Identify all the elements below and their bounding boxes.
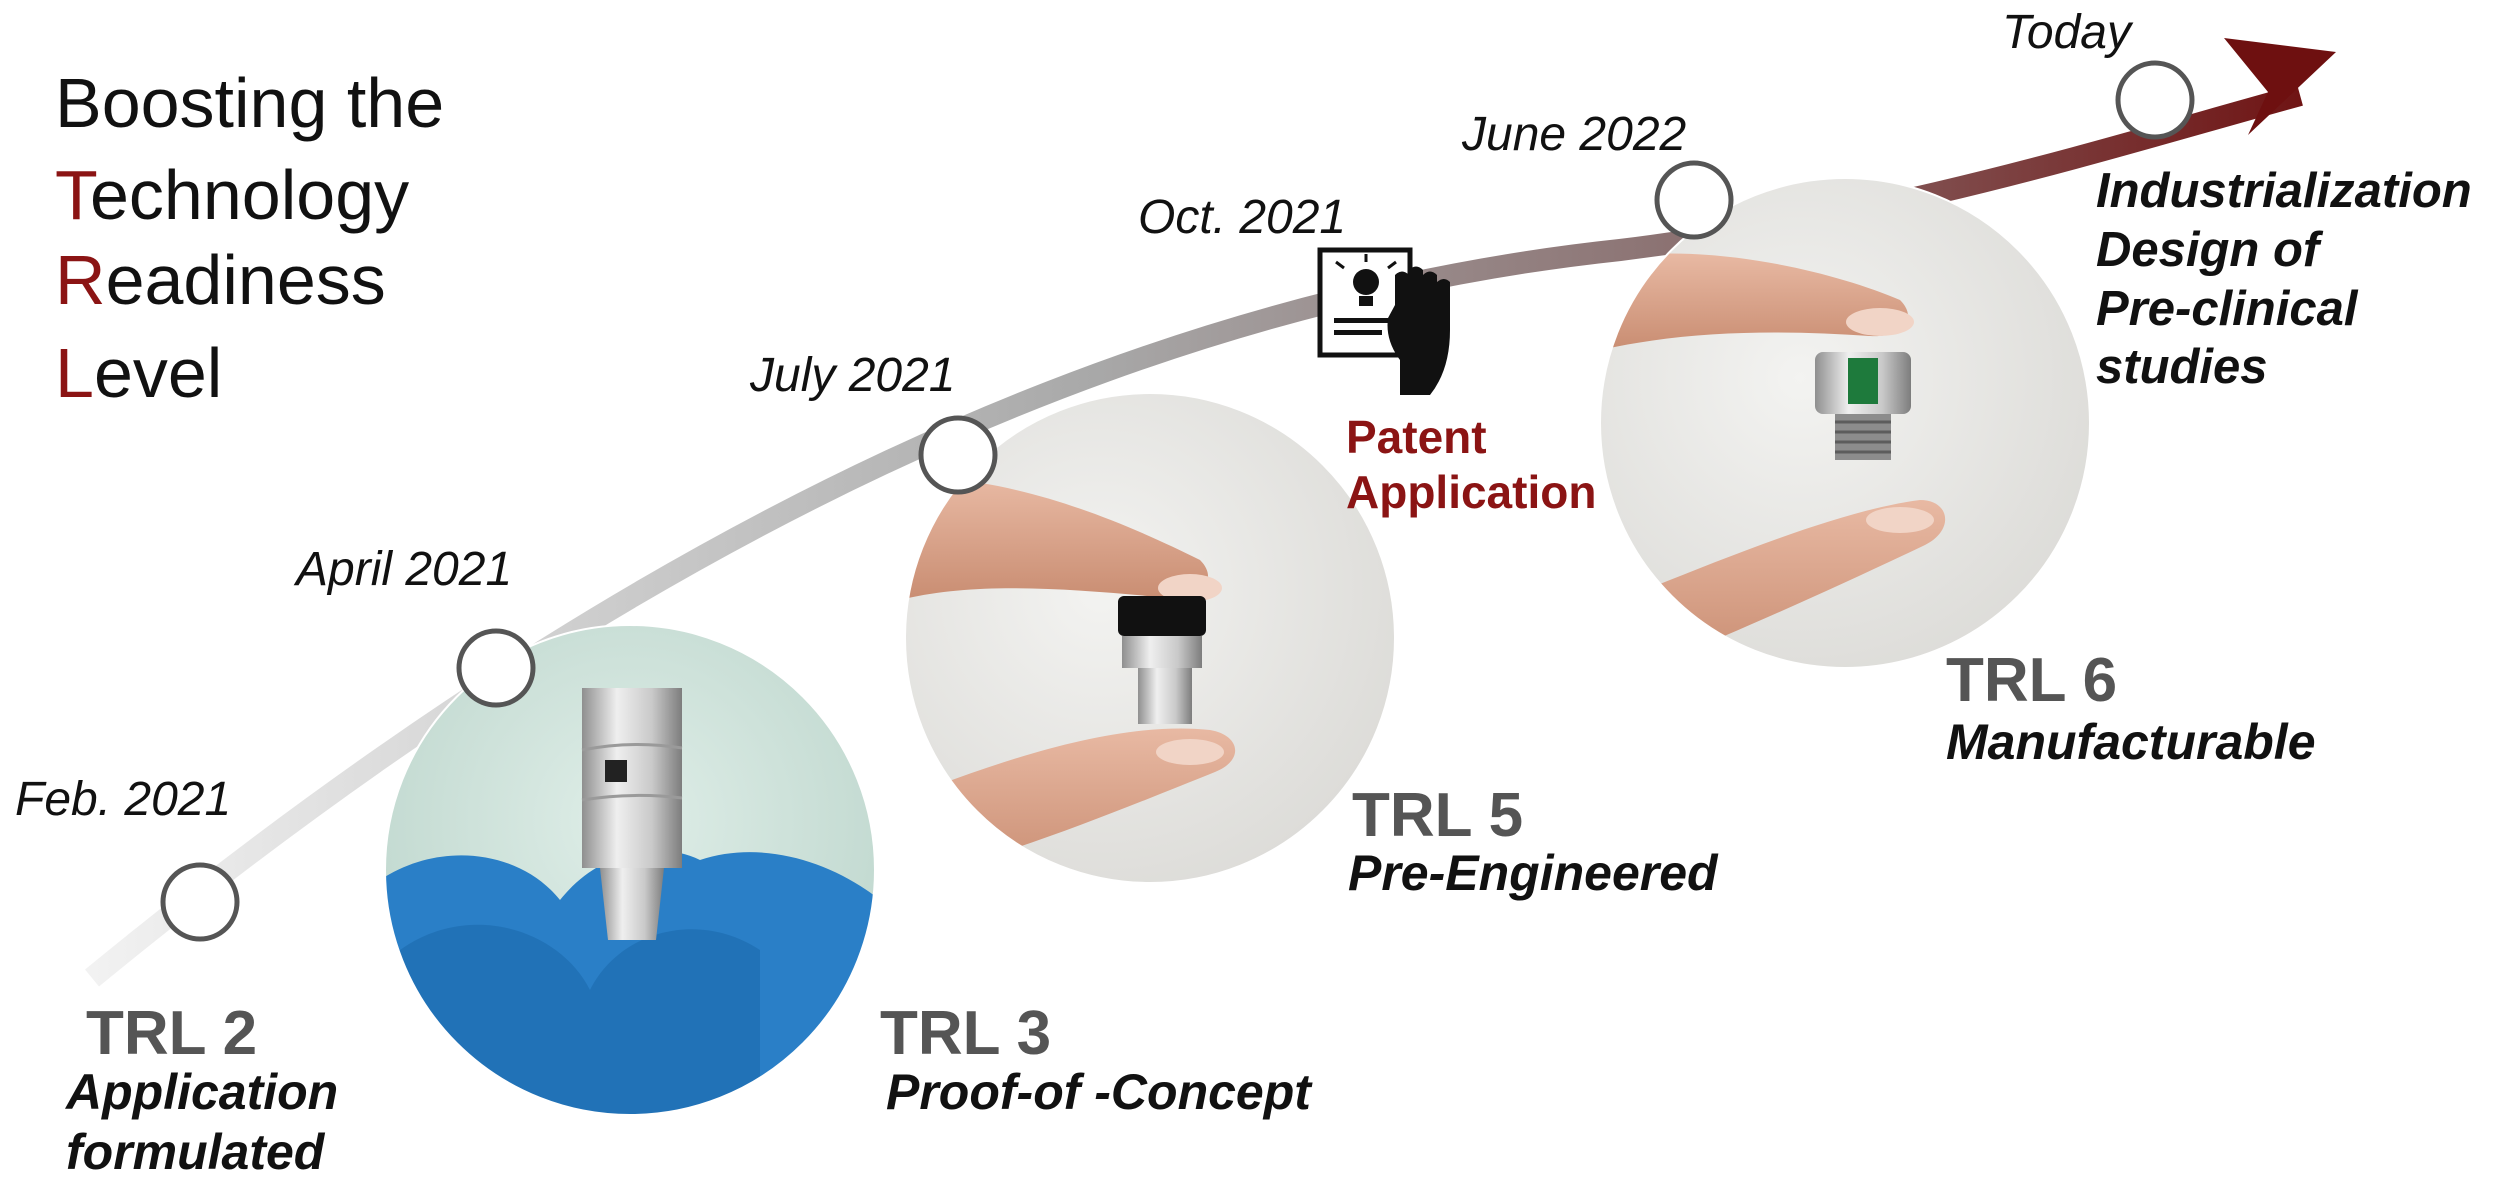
date-label-feb-2021: Feb. 2021 [15, 773, 232, 826]
milestone-marker-june-2022 [1654, 160, 1734, 240]
patent-application-label: Patent Application [1346, 411, 1597, 519]
trl6-label: TRL 6 [1946, 646, 2118, 715]
trl5-description: Pre-Engineered [1348, 845, 1718, 901]
trl6-device-photo [1600, 178, 2090, 668]
trl3-label: TRL 3 [880, 999, 1052, 1068]
trl5-label: TRL 5 [1352, 781, 1524, 850]
milestone-marker-feb-2021 [160, 862, 240, 942]
title-line-1: Boosting the [55, 64, 445, 142]
title-line-2: Technology [55, 156, 410, 234]
patent-document-icon [1317, 247, 1450, 395]
title-line-3: Readiness [55, 241, 386, 319]
progress-arrowhead [2224, 38, 2336, 135]
trl5-photo-frame [904, 392, 1396, 884]
title-initial-r: R [55, 241, 106, 319]
trl3-photo-frame [384, 624, 876, 1116]
date-label-today: Today [2002, 6, 2131, 59]
trl2-description: Application formulated [66, 1064, 339, 1180]
trl3-description: Proof-of -Concept [886, 1064, 1311, 1120]
trl3-device-photo [385, 625, 875, 1115]
milestone-marker-july-2021 [918, 415, 998, 495]
title-line-4: Level [55, 334, 223, 412]
trl6-description: Manufacturable [1946, 714, 2316, 770]
trl6-photo-frame [1599, 177, 2091, 669]
date-label-june-2022: June 2022 [1462, 108, 1687, 161]
milestone-marker-april-2021 [456, 628, 536, 708]
date-label-july-2021: July 2021 [750, 349, 956, 402]
milestone-marker-today [2115, 60, 2195, 140]
title-initial-t: T [55, 156, 90, 234]
industrialization-description: Industrialization Design of Pre-clinical… [2096, 164, 2472, 395]
date-label-oct-2021: Oct. 2021 [1138, 191, 1347, 244]
date-label-april-2021: April 2021 [296, 543, 513, 596]
title-initial-l: L [55, 334, 94, 412]
trl2-label: TRL 2 [86, 999, 258, 1068]
